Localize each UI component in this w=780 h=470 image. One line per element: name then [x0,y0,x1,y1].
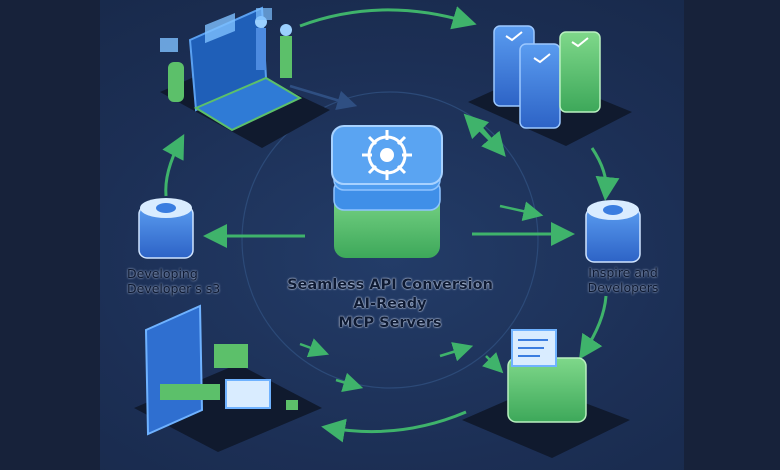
green-server-node [462,329,630,458]
arrow-bottom [321,410,467,443]
arrow-spoke-bottomright-2 [482,352,504,374]
arrow-right-upper [590,147,620,201]
arrow-right-lower [579,295,608,360]
arrow-left-upper [162,134,185,197]
center-caption-line1: Seamless API Conversion [287,277,493,293]
arrow-spoke-topright-back [463,113,500,150]
central-mcp-server [331,125,443,258]
arrow-top [299,6,477,30]
arrow-spoke-bottomleft [299,338,330,358]
right-frame-bar [684,0,780,470]
arrow-spoke-bottomright [439,342,474,362]
arrow-spoke-bottomleft-2 [335,372,364,392]
right-stack-node [585,200,641,263]
center-caption-line3: MCP Servers [338,315,442,331]
right-node-label-line2: Developers [587,280,659,295]
left-node-label-line2: Developer s s3 [127,281,221,296]
arrow-spoke-topleft [289,84,358,110]
left-node-label-line1: Developing [127,266,198,281]
left-stack-node [138,198,194,259]
right-node-label: Inspire and Developers [578,265,668,295]
laptop-developers-node [160,6,330,148]
dashboard-node [134,304,322,452]
right-node-label-line1: Inspire and [588,265,658,280]
center-caption: Seamless API Conversion AI-Ready MCP Ser… [280,276,500,333]
arrow-spoke-right-small [499,201,544,222]
left-frame-bar [0,0,100,470]
orbit-ring [241,91,539,389]
server-cluster-node [468,25,632,146]
left-node-label: Developing Developer s s3 [127,266,227,296]
center-caption-line2: AI-Ready [353,296,427,312]
